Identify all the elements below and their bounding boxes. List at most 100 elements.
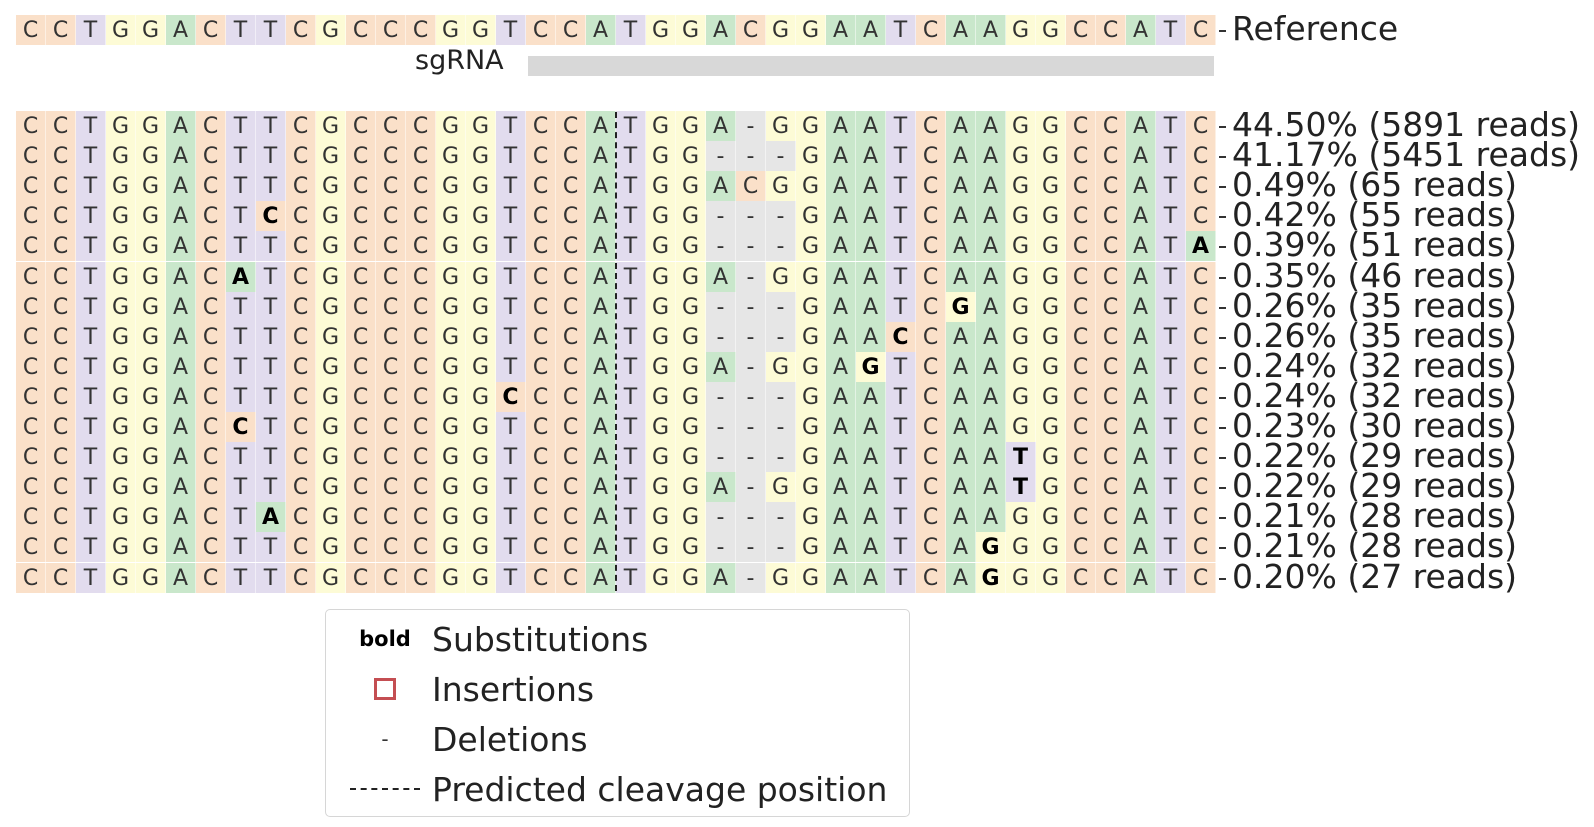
allele-row-base: G bbox=[676, 141, 706, 171]
allele-row-base: A bbox=[856, 201, 886, 231]
allele-row-base: A bbox=[976, 382, 1006, 412]
allele-row-base: T bbox=[226, 352, 256, 382]
allele-row-base: A bbox=[856, 442, 886, 472]
allele-row-base: C bbox=[1186, 141, 1216, 171]
allele-row-base: A bbox=[1126, 502, 1156, 532]
allele-row-base: A bbox=[166, 563, 196, 593]
allele-row-base: C bbox=[556, 352, 586, 382]
allele-row-base: G bbox=[1006, 382, 1036, 412]
allele-row-base: C bbox=[1096, 412, 1126, 442]
allele-row-base: G bbox=[766, 262, 796, 292]
allele-row-base: A bbox=[856, 171, 886, 201]
allele-row-base: G bbox=[796, 201, 826, 231]
allele-row-base: A bbox=[706, 262, 736, 292]
allele-row-base: A bbox=[976, 442, 1006, 472]
allele-row-base: G bbox=[436, 442, 466, 472]
allele-row-base: A bbox=[946, 262, 976, 292]
allele-row-base: G bbox=[106, 563, 136, 593]
allele-row-base: C bbox=[286, 442, 316, 472]
allele-row-base: A bbox=[826, 322, 856, 352]
allele-row-base: C bbox=[16, 141, 46, 171]
allele-row-base: C bbox=[526, 352, 556, 382]
allele-row-base: T bbox=[496, 171, 526, 201]
allele-row-label: 0.35% (46 reads) bbox=[1232, 256, 1518, 295]
allele-row-base: C bbox=[346, 111, 376, 141]
allele-row-base: T bbox=[1156, 322, 1186, 352]
reference-row-base: G bbox=[646, 15, 676, 45]
dashed-line-icon bbox=[350, 788, 420, 790]
allele-row-base: C bbox=[46, 262, 76, 292]
allele-row-base: G bbox=[1036, 502, 1066, 532]
allele-row-base: C bbox=[346, 201, 376, 231]
allele-row-base: C bbox=[376, 231, 406, 261]
allele-row-base: A bbox=[946, 472, 976, 502]
allele-row-base: T bbox=[76, 382, 106, 412]
allele-row-base: C bbox=[46, 472, 76, 502]
allele-row-base: T bbox=[1156, 111, 1186, 141]
reference-row-base: A bbox=[946, 15, 976, 45]
legend-bold-swatch: bold bbox=[346, 614, 424, 664]
allele-row-base: A bbox=[586, 171, 616, 201]
allele-row-base: T bbox=[616, 382, 646, 412]
reference-row-base: T bbox=[76, 15, 106, 45]
allele-row-base: C bbox=[346, 352, 376, 382]
allele-row-base: A bbox=[856, 292, 886, 322]
legend-insertions-label: Insertions bbox=[432, 669, 595, 709]
allele-row-base: G bbox=[466, 231, 496, 261]
legend-cleavage-label: Predicted cleavage position bbox=[432, 769, 888, 809]
allele-row-base: G bbox=[436, 563, 466, 593]
sgrna-label: sgRNA bbox=[415, 45, 504, 76]
allele-row-base: G bbox=[646, 472, 676, 502]
allele-row-base: C bbox=[526, 322, 556, 352]
allele-row-base: C bbox=[526, 442, 556, 472]
allele-row-base: T bbox=[76, 201, 106, 231]
allele-row-base: C bbox=[556, 442, 586, 472]
allele-row-base: - bbox=[766, 322, 796, 352]
reference-row-base: G bbox=[106, 15, 136, 45]
allele-row-base: G bbox=[136, 352, 166, 382]
allele-row-base: C bbox=[346, 231, 376, 261]
insertion-box-icon bbox=[374, 678, 396, 700]
legend-cleavage-swatch bbox=[346, 764, 424, 814]
allele-row-base: C bbox=[16, 352, 46, 382]
allele-row-base: C bbox=[226, 412, 256, 442]
allele-row-base: C bbox=[376, 171, 406, 201]
allele-row-base: A bbox=[166, 502, 196, 532]
allele-row-base: - bbox=[706, 201, 736, 231]
allele-row-base: G bbox=[1006, 532, 1036, 562]
allele-row-base: T bbox=[226, 502, 256, 532]
allele-row-base: T bbox=[1156, 231, 1186, 261]
allele-row-base: G bbox=[796, 262, 826, 292]
allele-row-base: - bbox=[736, 412, 766, 442]
allele-row-base: G bbox=[136, 322, 166, 352]
allele-row-base: T bbox=[616, 472, 646, 502]
allele-row-base: - bbox=[766, 502, 796, 532]
allele-row-base: C bbox=[46, 352, 76, 382]
allele-row-base: C bbox=[916, 563, 946, 593]
allele-row-base: T bbox=[616, 292, 646, 322]
allele-row-base: G bbox=[106, 231, 136, 261]
allele-row-base: T bbox=[886, 231, 916, 261]
allele-row-base: C bbox=[346, 171, 376, 201]
reference-row-base: G bbox=[316, 15, 346, 45]
allele-row-base: A bbox=[1126, 532, 1156, 562]
allele-row-base: G bbox=[136, 231, 166, 261]
allele-row-base: C bbox=[46, 563, 76, 593]
allele-row-base: - bbox=[736, 532, 766, 562]
allele-row-base: G bbox=[106, 201, 136, 231]
reference-row-base: T bbox=[886, 15, 916, 45]
allele-row-base: C bbox=[286, 262, 316, 292]
allele-row-base: C bbox=[376, 201, 406, 231]
allele-row-base: T bbox=[226, 141, 256, 171]
allele-row-base: C bbox=[496, 382, 526, 412]
allele-row-base: T bbox=[886, 412, 916, 442]
allele-row-base: G bbox=[1036, 563, 1066, 593]
allele-row-base: A bbox=[166, 532, 196, 562]
allele-row-base: - bbox=[736, 201, 766, 231]
allele-row-base: T bbox=[886, 352, 916, 382]
allele-row-base: G bbox=[466, 472, 496, 502]
allele-row-base: G bbox=[436, 472, 466, 502]
allele-row-base: G bbox=[466, 201, 496, 231]
allele-row-base: - bbox=[736, 262, 766, 292]
allele-row-base: A bbox=[826, 352, 856, 382]
